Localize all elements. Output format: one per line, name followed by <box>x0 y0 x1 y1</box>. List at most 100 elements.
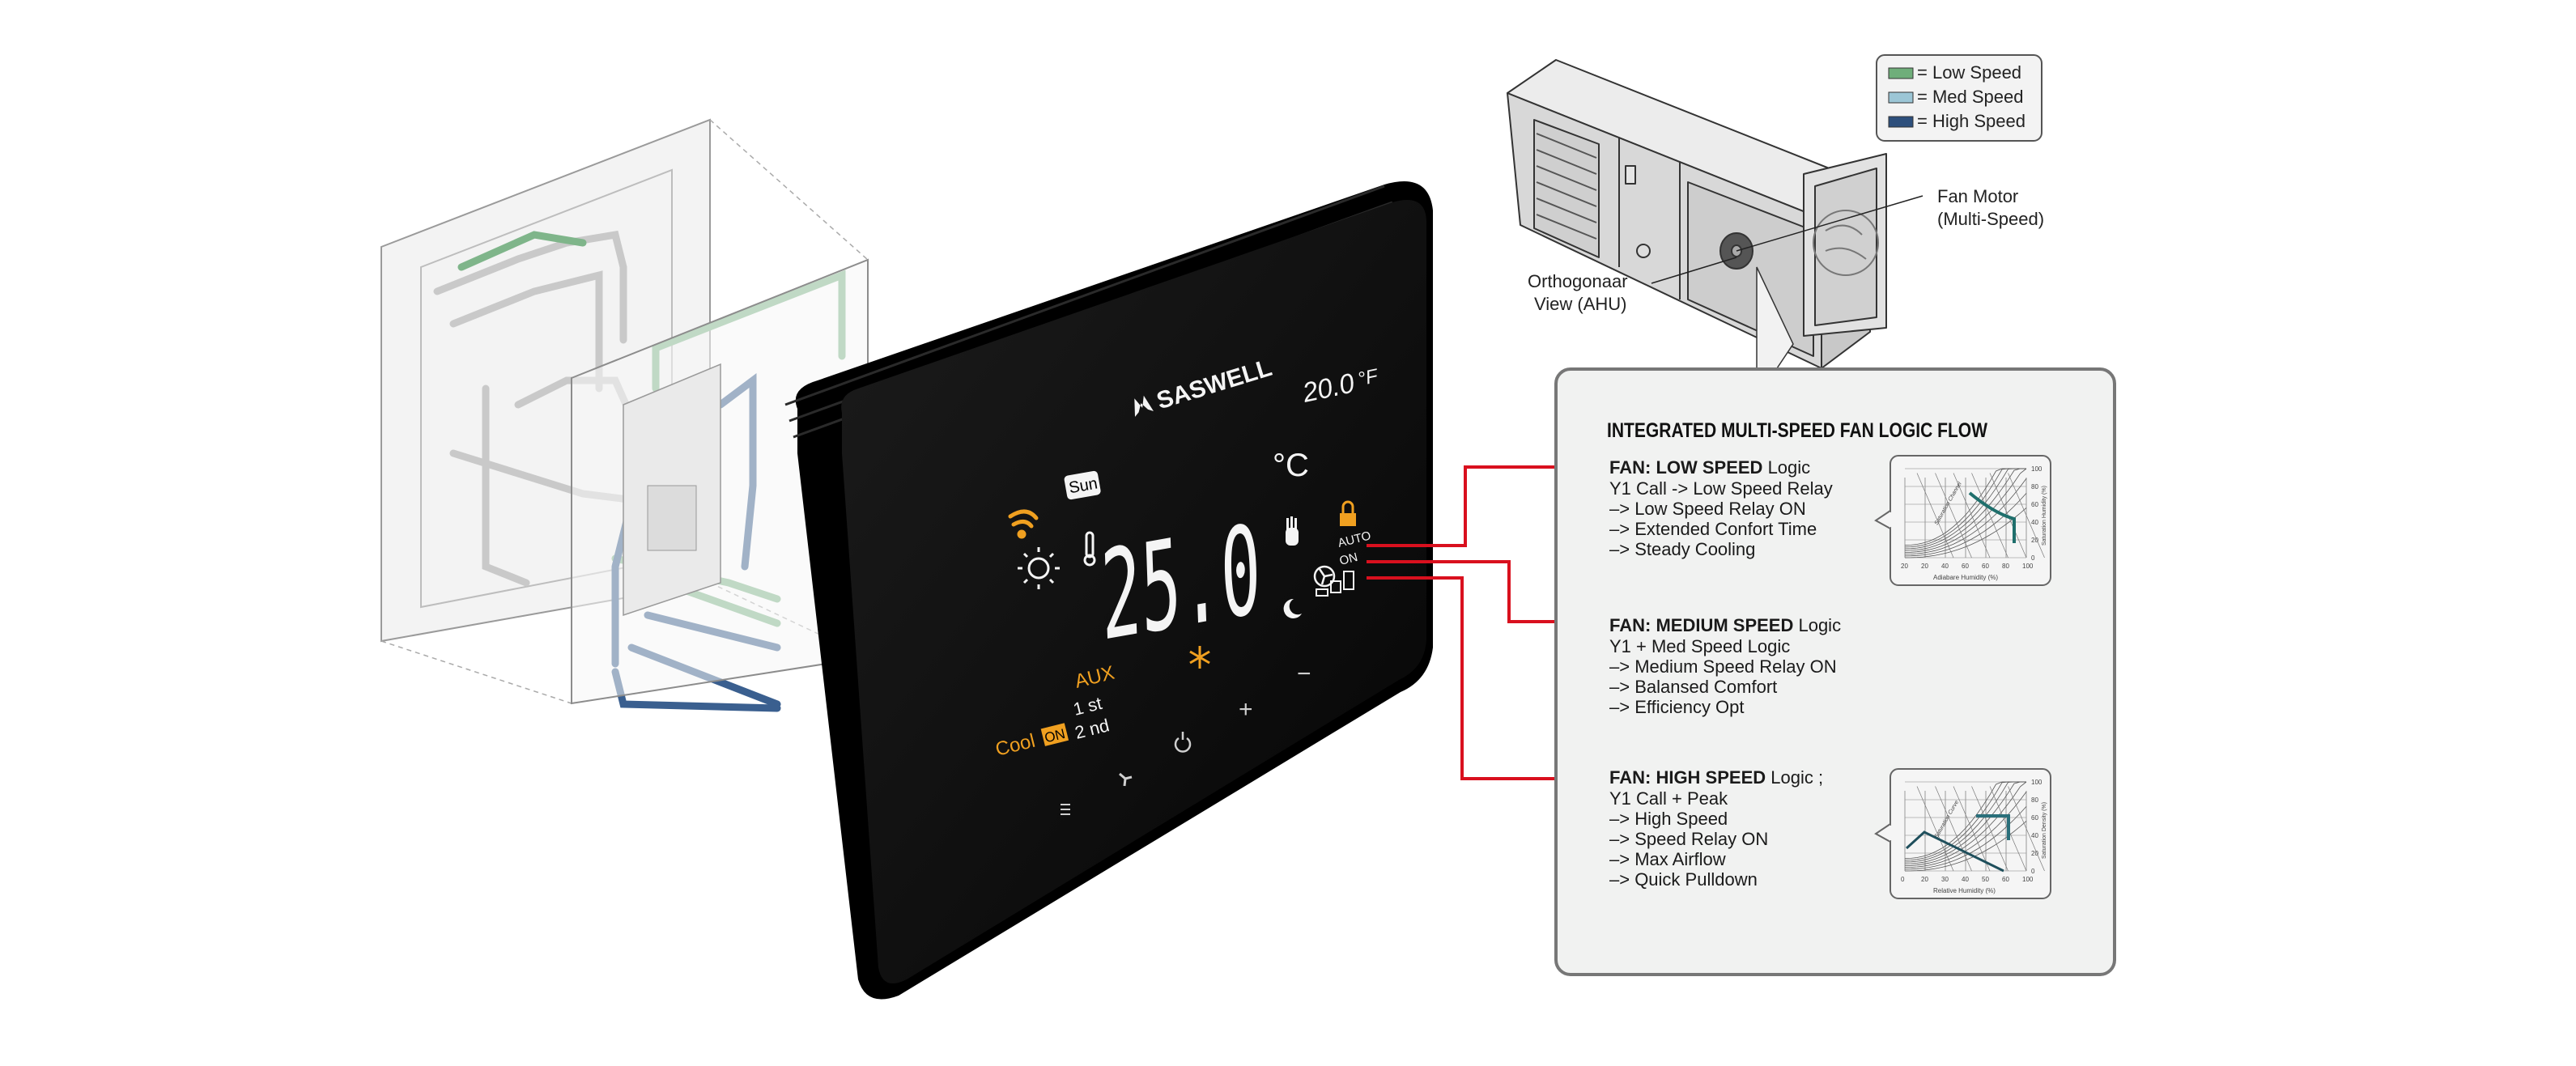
chart-x-tick: 40 <box>1941 563 1949 570</box>
chart-x-tick: 20 <box>1921 563 1928 570</box>
chart-curve <box>1904 468 2026 551</box>
section-heading: FAN: LOW SPEED <box>1609 457 1762 478</box>
chart-x-tick: 60 <box>1962 563 1969 570</box>
logic-line: –> Quick Pulldown <box>1609 869 1758 890</box>
chart-x-tick: 60 <box>1982 563 1989 570</box>
chart-y-tick: 40 <box>2031 519 2038 526</box>
chart-diagonal <box>1953 786 1991 872</box>
connector-high-speed <box>1367 576 1577 780</box>
logic-line: Y1 Call + Peak <box>1609 788 1728 809</box>
chart-curve <box>1904 806 2027 870</box>
legend-item-med: = Med Speed <box>1888 87 2023 107</box>
thermostat-face <box>841 200 1426 983</box>
day-badge: Sun <box>1064 470 1101 500</box>
sleep-moon-icon <box>1283 598 1302 618</box>
chart-callout-tail <box>1874 510 1891 529</box>
chart-y-tick: 0 <box>2031 554 2035 562</box>
logic-line: –> Steady Cooling <box>1609 539 1755 559</box>
fan-button[interactable] <box>1119 772 1133 787</box>
legend-item-high: = High Speed <box>1888 111 2026 131</box>
logic-line: –> High Speed <box>1609 809 1728 829</box>
chart-x-tick: 30 <box>1941 876 1949 883</box>
lock-icon <box>1340 500 1356 526</box>
power-button[interactable] <box>1174 732 1192 753</box>
connector-lines <box>1367 465 1577 780</box>
chart-curve <box>1904 781 2027 866</box>
thermostat <box>784 181 1433 1000</box>
svg-text:FAN: HIGH SPEED Logic ;: FAN: HIGH SPEED Logic ; <box>1609 767 1823 788</box>
section-low-speed: FAN: LOW SPEED Logic Y1 Call -> Low Spee… <box>1609 457 1833 559</box>
chart-y-tick: 60 <box>2031 501 2038 508</box>
chart-diagonal <box>2008 786 2045 872</box>
fan-on-label: ON <box>1338 550 1359 568</box>
view-sublabel: View (AHU) <box>1534 294 1627 314</box>
chart-x-tick: 50 <box>1982 876 1989 883</box>
chart-curve <box>1904 468 2027 553</box>
connector-low-speed <box>1367 465 1577 547</box>
chart-x-label: Relative Humidity (%) <box>1933 887 1996 894</box>
chart-y-tick: 80 <box>2031 483 2038 491</box>
svg-text:= Med Speed: = Med Speed <box>1917 87 2023 107</box>
chart-y-tick: 60 <box>2031 814 2038 822</box>
panel-title: INTEGRATED MULTI-SPEED FAN LOGIC FLOW <box>1607 419 1987 442</box>
chart-process-path <box>1905 830 2004 873</box>
chart-diagonal <box>2008 473 2045 558</box>
current-temperature: 25.0 <box>1099 498 1263 669</box>
section-medium-speed: FAN: MEDIUM SPEED Logic Y1 + Med Speed L… <box>1609 615 1841 717</box>
section-heading: FAN: MEDIUM SPEED <box>1609 615 1793 635</box>
fan-icon <box>1313 565 1336 588</box>
increase-button[interactable]: + <box>1239 696 1253 723</box>
chart-curve <box>1904 508 2027 558</box>
legend-item-low: = Low Speed <box>1888 62 2021 83</box>
chart-curve <box>1904 781 2026 859</box>
logic-line: –> Medium Speed Relay ON <box>1609 656 1837 677</box>
current-temp-value: 25.0 <box>1099 498 1263 669</box>
chart-curve <box>1904 493 2027 557</box>
menu-button[interactable] <box>1061 804 1070 815</box>
logic-line: Y1 Call -> Low Speed Relay <box>1609 478 1833 499</box>
chart-curve <box>1904 478 2027 554</box>
logic-line: –> Extended Confort Time <box>1609 519 1817 539</box>
logic-line: –> Speed Relay ON <box>1609 829 1768 849</box>
manual-hand-icon <box>1286 516 1299 546</box>
connector-medium-speed <box>1367 560 1577 623</box>
logic-line: –> Balansed Comfort <box>1609 677 1777 697</box>
current-temp-unit: °C <box>1273 448 1309 483</box>
svg-text:FAN: MEDIUM SPEED Logic: FAN: MEDIUM SPEED Logic <box>1609 615 1841 635</box>
fan-motor-label: Fan Motor <box>1937 186 2018 206</box>
chart-diagonal <box>1935 786 1972 872</box>
chart-diagonal <box>1971 786 2009 872</box>
chart-curve <box>1904 468 2026 546</box>
chart-curve <box>1904 781 2026 864</box>
chart-y-label: Saturation Humidity (%) <box>2042 486 2047 546</box>
chart-process-path <box>1976 814 2010 840</box>
chart-x-tick: 100 <box>2022 876 2034 883</box>
svg-text:= Low Speed: = Low Speed <box>1917 62 2021 83</box>
wall-midplate <box>571 258 869 705</box>
ahu-unit <box>1507 59 1887 369</box>
chart-callout-tail <box>1874 823 1891 843</box>
chart-x-label: Adiabare Humidity (%) <box>1933 574 1998 581</box>
chart-x-tick: 80 <box>2002 563 2009 570</box>
chart-y-tick: 20 <box>2031 850 2038 857</box>
logic-line: Y1 + Med Speed Logic <box>1609 636 1790 656</box>
chart-y-tick: 100 <box>2031 779 2043 786</box>
chart-diagonal <box>1971 473 2009 558</box>
fan-speed-bars-icon <box>1316 571 1354 597</box>
ahu-knob <box>1636 244 1651 258</box>
chart-x-tick: 60 <box>2002 876 2009 883</box>
logic-flow-panel: INTEGRATED MULTI-SPEED FAN LOGIC FLOW FA… <box>1554 367 2116 976</box>
section-heading: FAN: HIGH SPEED <box>1609 767 1766 788</box>
chart-x-tick: 20 <box>1921 876 1928 883</box>
ahu-fan-blade-icon <box>1813 210 1879 276</box>
chart-x-tick: 100 <box>2022 563 2034 570</box>
view-leader <box>1651 257 1737 284</box>
decrease-button[interactable]: − <box>1297 660 1311 687</box>
wifi-icon <box>1008 509 1039 539</box>
chart-diagonal <box>1916 473 1954 558</box>
view-label: Orthogonaar <box>1528 271 1628 291</box>
chart-process-path <box>1968 491 2016 543</box>
thermometer-icon <box>1083 531 1096 567</box>
chart-diagonal <box>1935 473 1972 558</box>
